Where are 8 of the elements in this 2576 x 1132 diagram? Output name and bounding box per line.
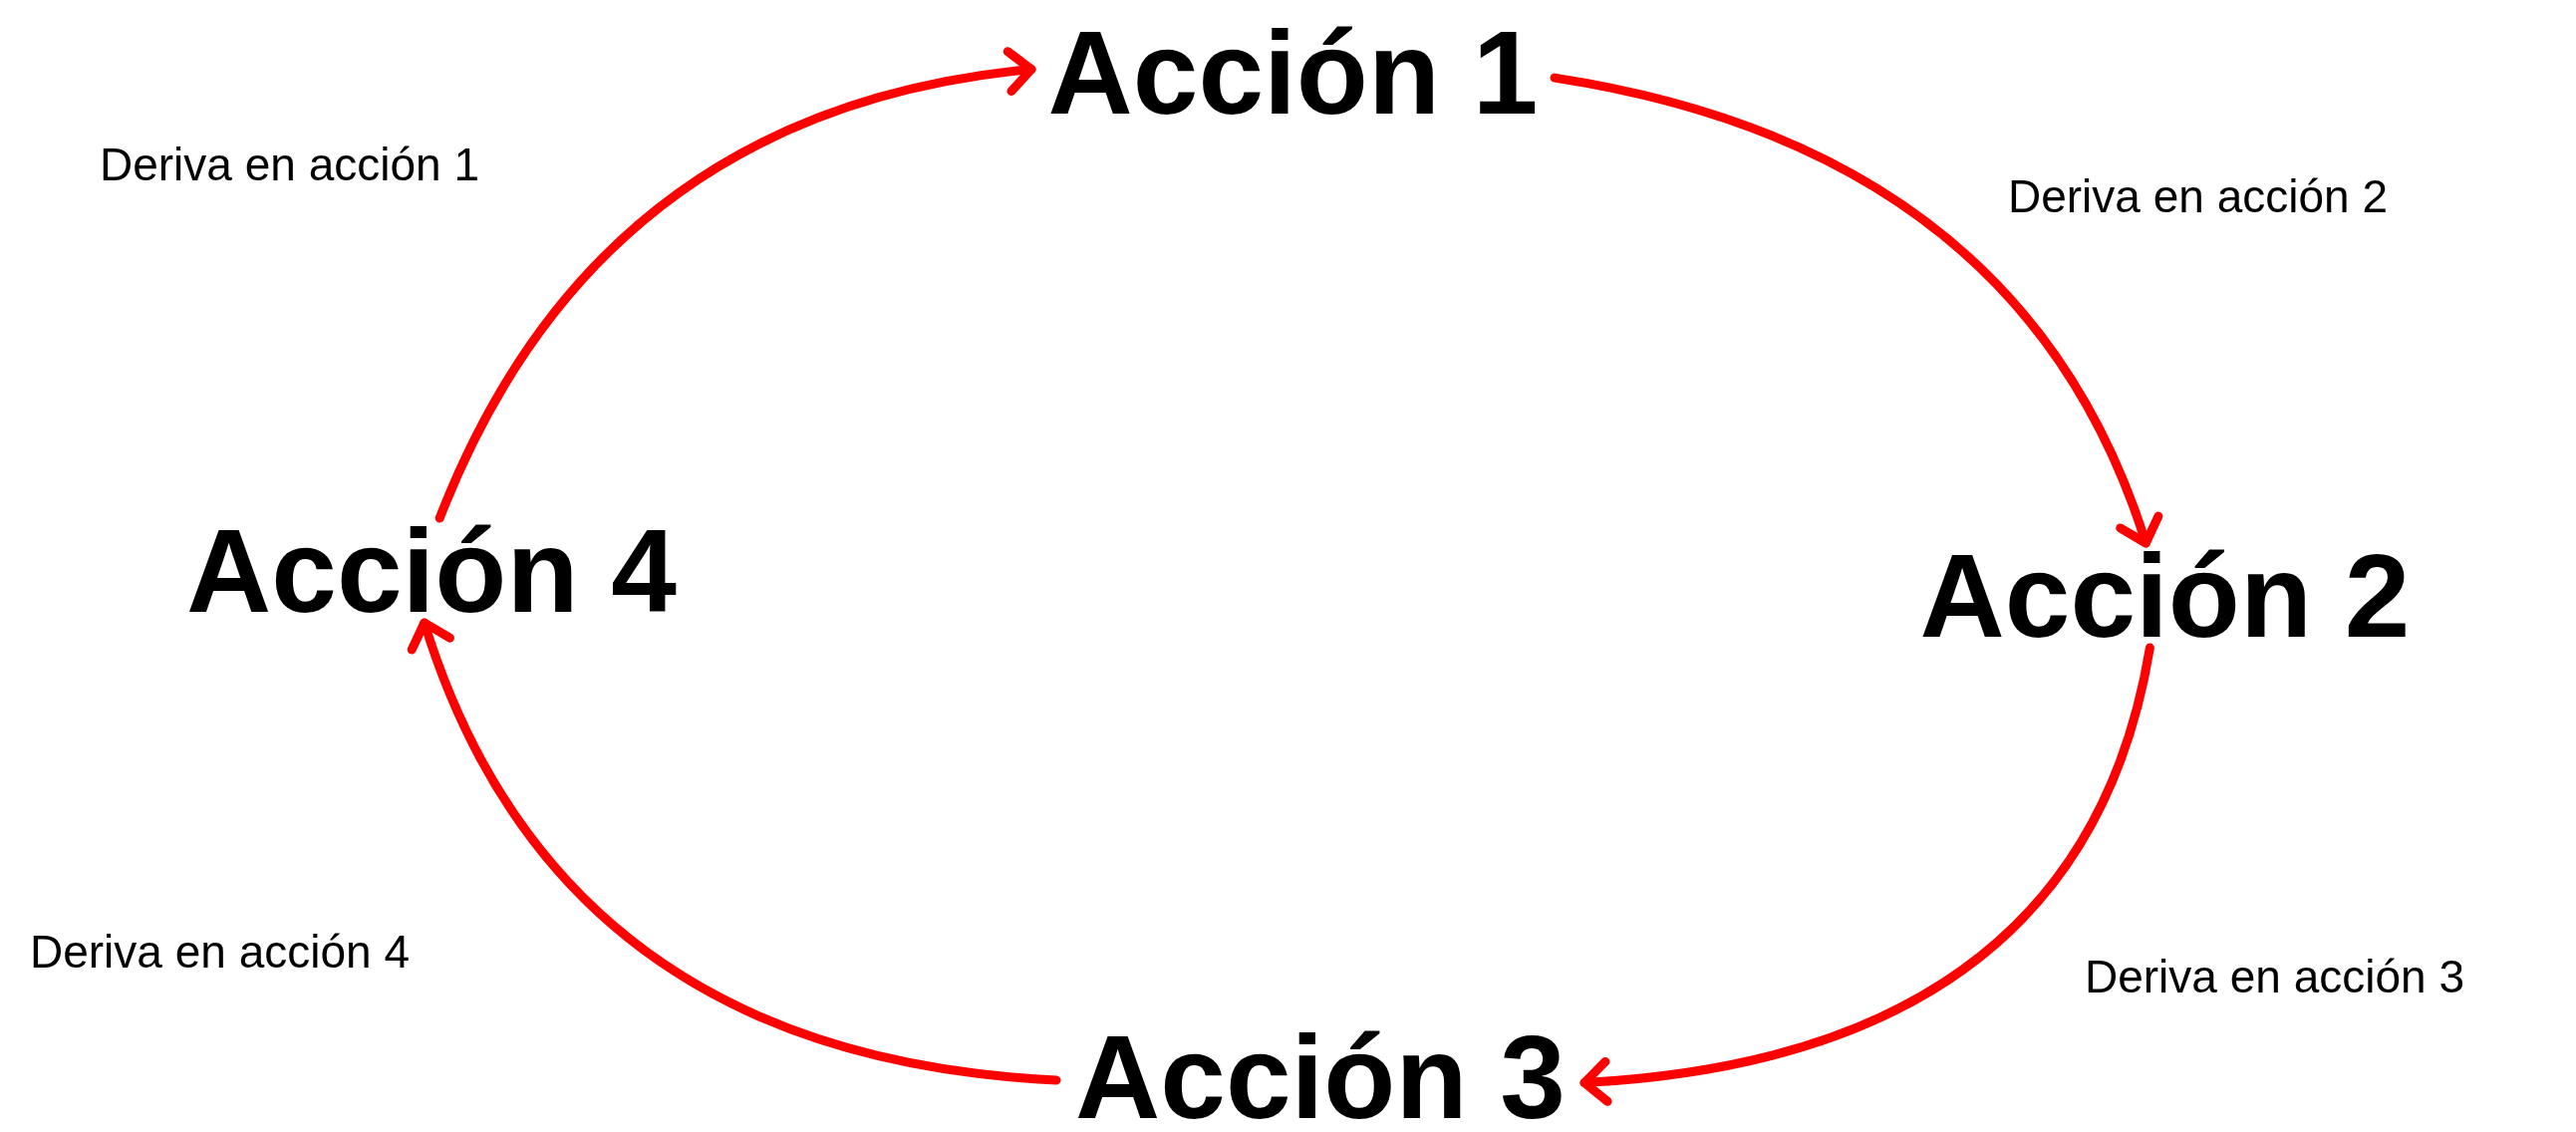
curved-arrow [1550,73,2162,548]
curved-arrow [408,618,1061,1085]
curved-arrow [434,48,1036,523]
action-label: Acción 2 [1919,536,2411,655]
action-label: Acción 1 [1047,13,1539,132]
action-label: Acción 4 [186,511,677,630]
action-label: Acción 3 [1075,1017,1566,1132]
curved-arrow [1579,643,2154,1106]
